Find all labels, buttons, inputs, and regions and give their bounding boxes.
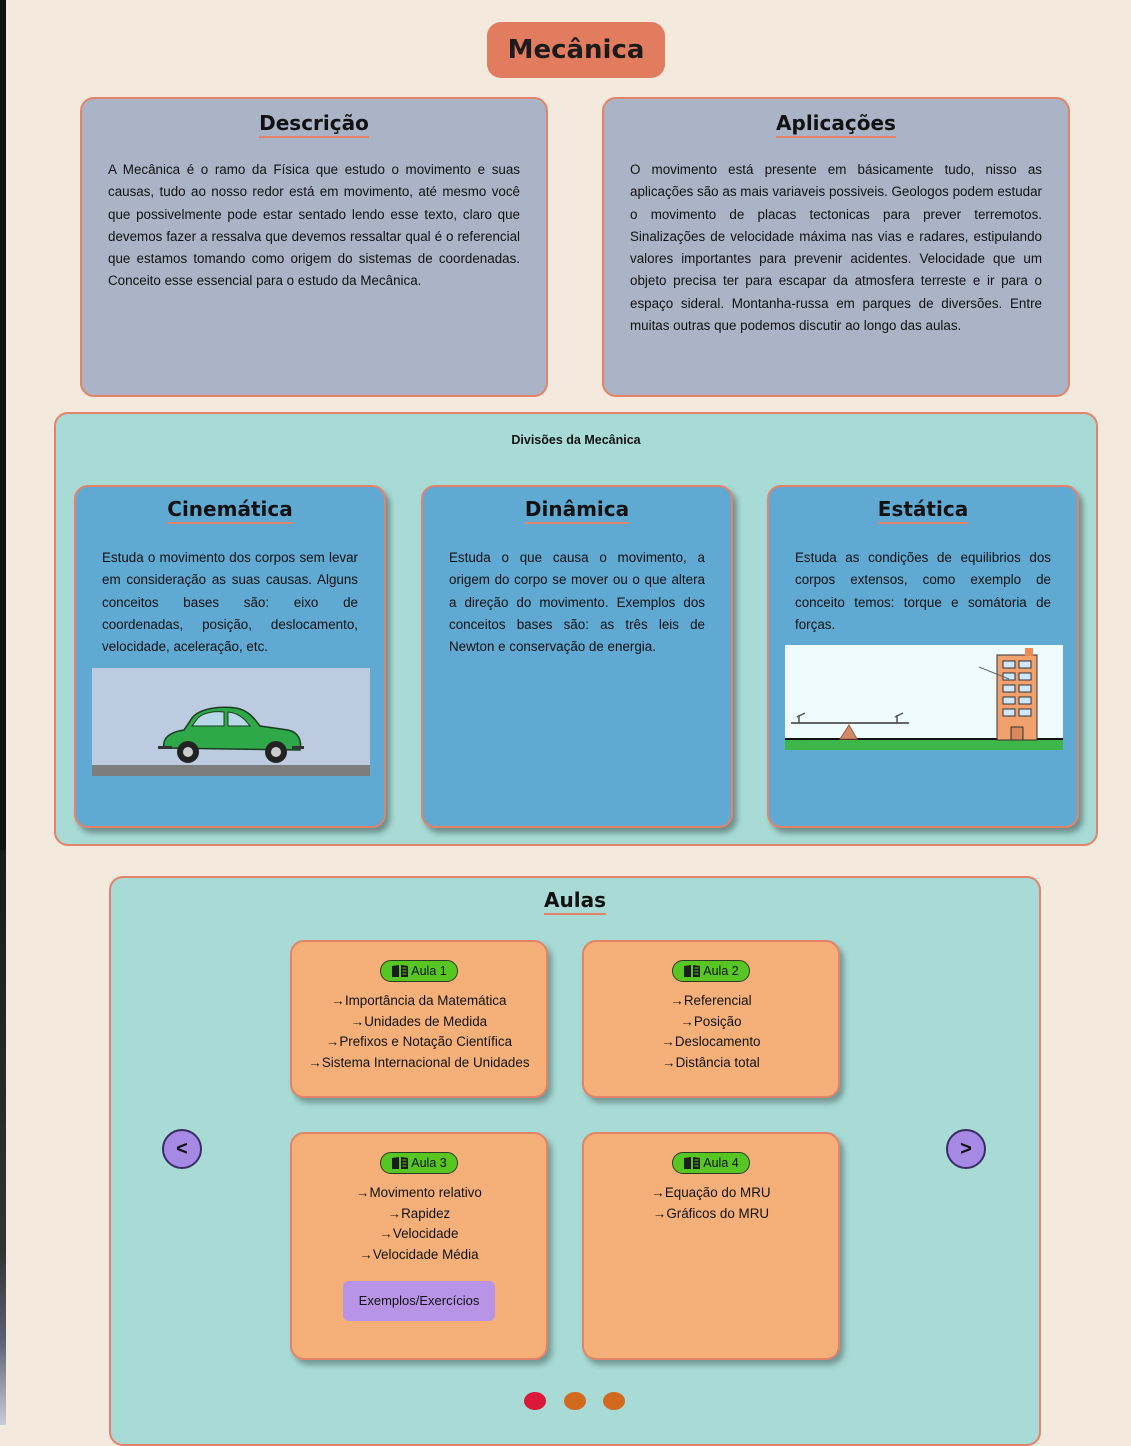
applications-text: O movimento está presente em básicamente… — [630, 162, 1042, 334]
lesson-card-2[interactable]: Aula 2 Referencial Posição Deslocamento … — [582, 940, 840, 1098]
carousel-dot-2[interactable] — [564, 1392, 586, 1410]
lesson-topic: Unidades de Medida — [292, 1012, 546, 1033]
carousel-dot-1[interactable] — [524, 1392, 546, 1410]
window-edge-lower — [0, 850, 6, 1425]
description-heading: Descrição — [82, 111, 546, 138]
lesson-badge[interactable]: Aula 2 — [672, 960, 750, 982]
lesson-topic: Referencial — [584, 991, 838, 1012]
lesson-badge[interactable]: Aula 4 — [672, 1152, 750, 1174]
lesson-card-3[interactable]: Aula 3 Movimento relativo Rapidez Veloci… — [290, 1132, 548, 1360]
lesson-topic: Importância da Matemática — [292, 991, 546, 1012]
division-heading: Dinâmica — [423, 497, 731, 524]
division-text: Estuda as condições de equilibrios dos c… — [795, 550, 1051, 632]
lesson-topics: Equação do MRU Gráficos do MRU — [584, 1183, 838, 1224]
book-icon — [684, 965, 701, 977]
lesson-badge[interactable]: Aula 1 — [380, 960, 458, 982]
lesson-topic: Velocidade — [292, 1224, 546, 1245]
lessons-section: Aulas < > Aula 1 Importância da Matemáti… — [109, 876, 1041, 1446]
lesson-topic: Equação do MRU — [584, 1183, 838, 1204]
division-heading: Estática — [769, 497, 1077, 524]
lesson-badge-label: Aula 1 — [411, 964, 447, 978]
window-edge — [0, 0, 6, 1425]
lesson-topic: Velocidade Média — [292, 1245, 546, 1266]
lesson-topics: Importância da Matemática Unidades de Me… — [292, 991, 546, 1073]
book-icon — [392, 965, 409, 977]
carousel-dot-3[interactable] — [603, 1392, 625, 1410]
applications-heading: Aplicações — [604, 111, 1068, 138]
division-text: Estuda o que causa o movimento, a origem… — [449, 550, 705, 655]
lesson-topic: Gráficos do MRU — [584, 1204, 838, 1225]
division-text: Estuda o movimento dos corpos sem levar … — [102, 550, 358, 655]
lesson-topics: Movimento relativo Rapidez Velocidade Ve… — [292, 1183, 546, 1265]
lesson-badge-label: Aula 2 — [703, 964, 739, 978]
divisions-section: Divisões da Mecânica Cinemática Estuda o… — [54, 412, 1098, 846]
lesson-topic: Posição — [584, 1012, 838, 1033]
lesson-badge-label: Aula 4 — [703, 1156, 739, 1170]
lesson-card-4[interactable]: Aula 4 Equação do MRU Gráficos do MRU — [582, 1132, 840, 1360]
divisions-title: Divisões da Mecânica — [511, 433, 641, 447]
lesson-topic: Rapidez — [292, 1204, 546, 1225]
division-card-cinematica: Cinemática Estuda o movimento dos corpos… — [74, 485, 386, 828]
lesson-topic: Prefixos e Notação Científica — [292, 1032, 546, 1053]
car-illustration — [92, 668, 370, 776]
description-card: Descrição A Mecânica é o ramo da Física … — [80, 97, 548, 397]
division-card-estatica: Estática Estuda as condições de equilibr… — [767, 485, 1079, 828]
page-title: Mecânica — [487, 22, 665, 78]
lesson-topic: Movimento relativo — [292, 1183, 546, 1204]
carousel-next-button[interactable]: > — [946, 1129, 986, 1169]
seesaw-building-illustration — [785, 645, 1063, 750]
carousel-prev-button[interactable]: < — [162, 1129, 202, 1169]
description-text: A Mecânica é o ramo da Física que estudo… — [108, 162, 520, 289]
division-card-dinamica: Dinâmica Estuda o que causa o movimento,… — [421, 485, 733, 828]
lesson-topics: Referencial Posição Deslocamento Distânc… — [584, 991, 838, 1073]
division-heading: Cinemática — [76, 497, 384, 524]
lesson-topic: Sistema Internacional de Unidades — [292, 1053, 546, 1074]
lesson-badge[interactable]: Aula 3 — [380, 1152, 458, 1174]
lesson-badge-label: Aula 3 — [411, 1156, 447, 1170]
book-icon — [684, 1157, 701, 1169]
lessons-heading: Aulas — [111, 888, 1039, 915]
lesson-card-1[interactable]: Aula 1 Importância da Matemática Unidade… — [290, 940, 548, 1098]
applications-card: Aplicações O movimento está presente em … — [602, 97, 1070, 397]
exercises-button[interactable]: Exemplos/Exercícios — [343, 1281, 495, 1322]
book-icon — [392, 1157, 409, 1169]
lesson-topic: Deslocamento — [584, 1032, 838, 1053]
lesson-topic: Distância total — [584, 1053, 838, 1074]
